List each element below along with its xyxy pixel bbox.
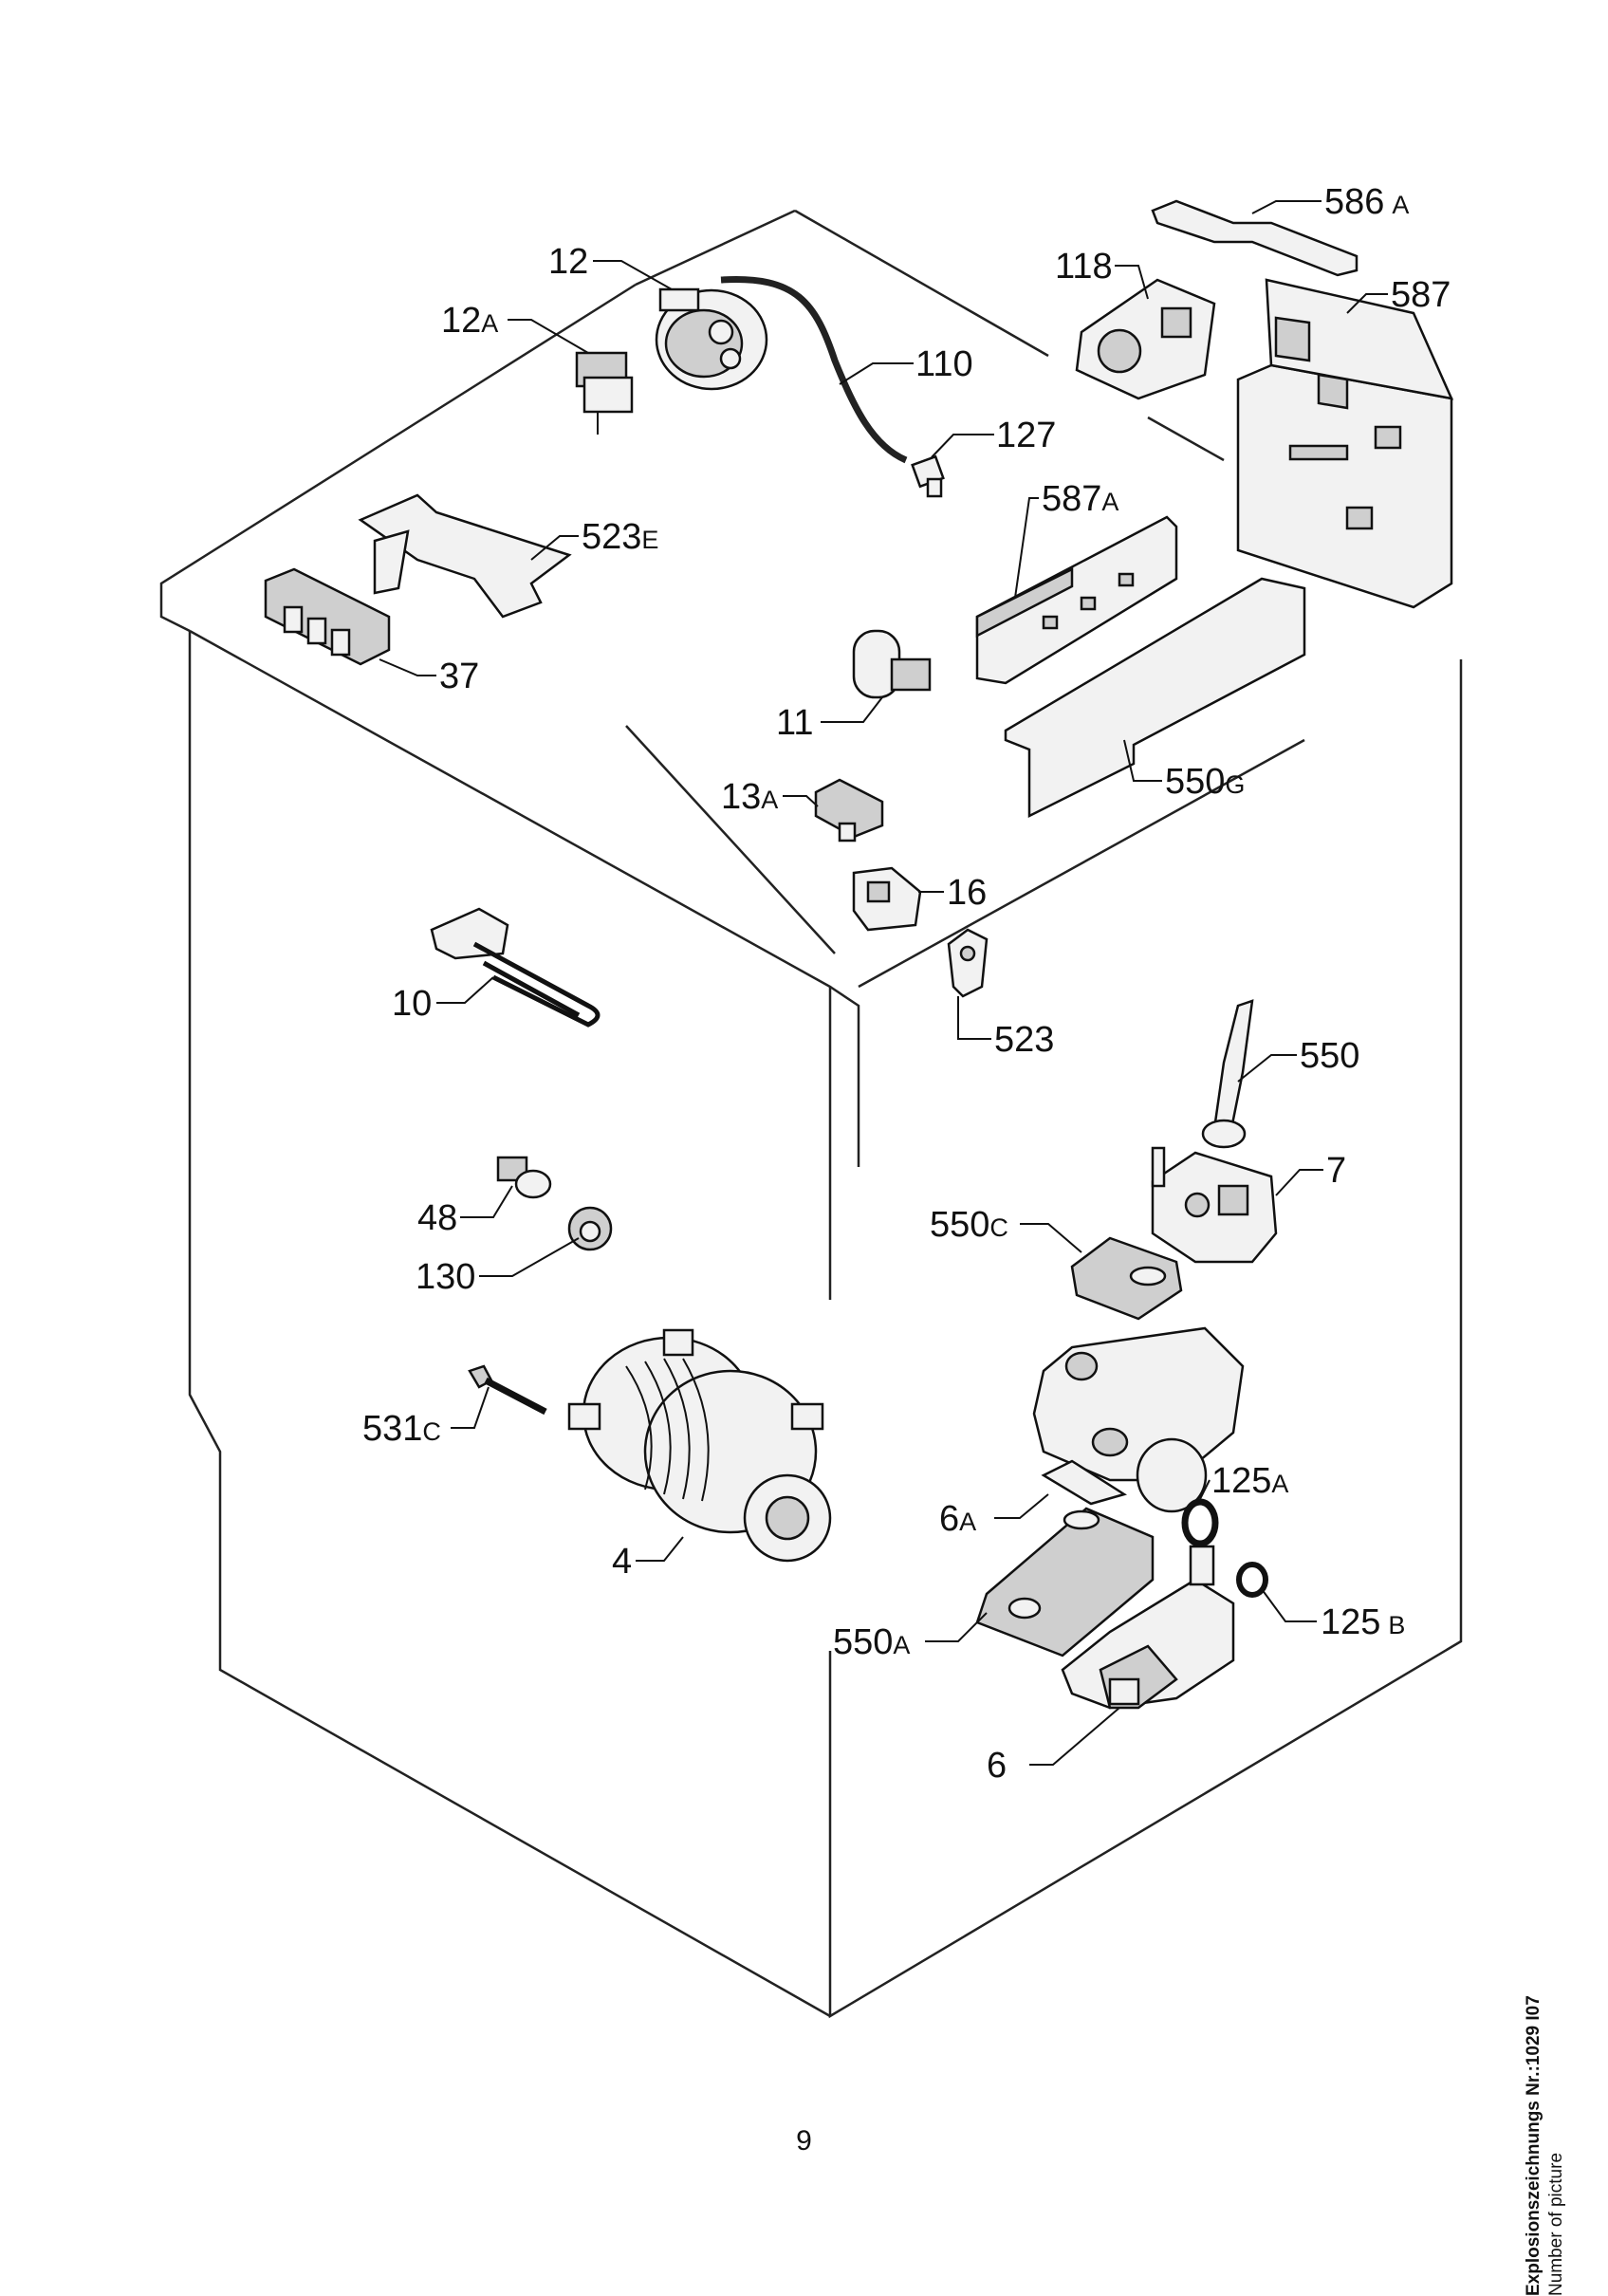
label-part-110: 110: [915, 344, 973, 384]
part-523-drawing: [947, 928, 989, 998]
part-531c-drawing: [468, 1364, 547, 1416]
part-6-drawing: [1061, 1545, 1235, 1710]
label-part-127: 127: [996, 416, 1056, 455]
label-part-12: 12: [548, 242, 588, 282]
label-part-523: 523: [994, 1020, 1054, 1060]
part-127-drawing: [911, 454, 945, 498]
label-part-12a: 12A: [441, 301, 498, 341]
label-part-118: 118: [1055, 247, 1113, 287]
label-part-523e: 523E: [582, 517, 658, 557]
part-125a-drawing: [1181, 1498, 1219, 1547]
label-part-587: 587: [1391, 275, 1451, 315]
part-37-drawing: [264, 567, 391, 666]
cabinet-outline: [159, 209, 1463, 2019]
part-130-drawing: [567, 1206, 613, 1251]
label-part-6: 6: [987, 1746, 1007, 1786]
label-part-550: 550: [1300, 1036, 1359, 1076]
part-587-drawing: [1236, 278, 1454, 609]
part-11-drawing: [852, 629, 932, 699]
label-part-16: 16: [947, 873, 987, 913]
part-48-drawing: [496, 1156, 552, 1199]
part-110-hose: [720, 275, 908, 464]
label-part-37: 37: [439, 657, 479, 696]
part-118-drawing: [1075, 278, 1216, 400]
part-13a-drawing: [814, 778, 884, 842]
label-part-48: 48: [417, 1198, 457, 1238]
part-4-drawing: [567, 1328, 832, 1563]
picture-caption: Explosionszeichnungs Nr.:1029 I07 Number…: [1523, 1860, 1568, 2296]
part-12a-drawing: [575, 351, 634, 435]
part-550g-drawing: [1004, 577, 1306, 819]
label-part-125a: 125A: [1211, 1461, 1288, 1501]
leader-lines: [379, 200, 1388, 1766]
label-part-130: 130: [416, 1257, 475, 1297]
label-part-11: 11: [776, 703, 813, 743]
part-586a-drawing: [1151, 199, 1358, 277]
label-part-550a: 550A: [833, 1622, 910, 1662]
label-part-587a: 587A: [1042, 479, 1118, 519]
page-number: 9: [796, 2125, 812, 2157]
label-part-531c: 531C: [362, 1409, 441, 1449]
label-part-7: 7: [1326, 1151, 1346, 1191]
part-12-drawing: [655, 287, 768, 391]
picture-number-label: Explosionszeichnungs Nr.:1029 I07: [1524, 1995, 1543, 2296]
part-550c-drawing: [1070, 1236, 1183, 1321]
part-16-drawing: [852, 866, 922, 932]
label-part-13a: 13A: [721, 777, 778, 817]
part-587a-drawing: [975, 515, 1178, 685]
part-6a-drawing: [1032, 1326, 1245, 1513]
label-part-550g: 550G: [1165, 762, 1245, 802]
part-10-drawing: [430, 907, 601, 1028]
label-part-4: 4: [612, 1542, 632, 1582]
part-550-drawing: [1201, 999, 1254, 1149]
label-part-550c: 550C: [930, 1205, 1008, 1245]
part-7-drawing: [1151, 1146, 1278, 1264]
part-523e-drawing: [358, 493, 572, 619]
label-part-6a: 6A: [939, 1499, 976, 1539]
label-part-10: 10: [392, 984, 432, 1024]
picture-number-sublabel: Number of picture: [1546, 2152, 1566, 2296]
part-550a-drawing: [975, 1507, 1155, 1657]
part-125b-drawing: [1236, 1562, 1268, 1598]
